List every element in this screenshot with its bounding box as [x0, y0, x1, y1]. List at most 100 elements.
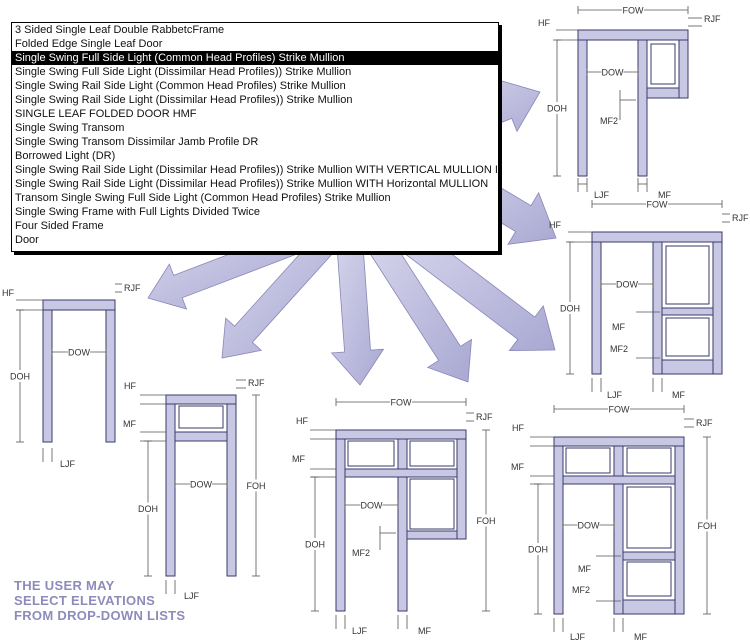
dim-label-rjf: RJF — [248, 378, 265, 388]
label-bg — [622, 5, 644, 15]
dim-label-doh: DOH — [560, 304, 580, 314]
dim-label-dow: DOW — [190, 480, 213, 490]
selection-arrow — [368, 237, 472, 383]
frame-member — [42, 309, 53, 443]
dim-label-fow: FOW — [391, 398, 412, 408]
dim-label-mf2: MF2 — [600, 116, 618, 126]
label-bg — [304, 538, 326, 550]
selection-arrow — [221, 235, 335, 359]
dropdown-option[interactable]: Folded Edge Single Leaf Door — [15, 38, 163, 50]
dim-label-ljf: LJF — [184, 591, 200, 601]
frame-member — [553, 445, 564, 615]
label-bg — [608, 404, 630, 414]
dim-label-mf: MF — [634, 632, 647, 642]
dim-label-hf: HF — [124, 381, 136, 391]
dim-label-rjf: RJF — [124, 283, 141, 293]
dim-label-foh: FOH — [698, 521, 717, 531]
dropdown-option[interactable]: Single Swing Rail Side Light (Dissimilar… — [15, 178, 489, 190]
dim-label-hf: HF — [549, 220, 561, 230]
dropdown-option[interactable]: Single Swing Full Side Light (Common Hea… — [12, 51, 498, 65]
dropdown-option[interactable]: Single Swing Transom — [15, 122, 125, 134]
dropdown-option[interactable]: Door — [15, 234, 39, 246]
dropdown-option[interactable]: Single Swing Transom Dissimilar Jamb Pro… — [15, 136, 259, 148]
dim-label-mf: MF — [511, 462, 524, 472]
dim-label-hf: HF — [538, 18, 550, 28]
dim-label-doh: DOH — [10, 372, 30, 382]
label-bg — [137, 502, 159, 515]
frame-member — [397, 438, 408, 612]
glass-lite — [178, 405, 224, 429]
frame-member — [622, 599, 676, 615]
dim-label-doh: DOH — [528, 545, 548, 555]
selection-arrow — [330, 244, 385, 386]
dim-label-rjf: RJF — [476, 412, 493, 422]
label-bg — [646, 199, 668, 209]
label-bg — [527, 543, 549, 555]
label-bg — [390, 397, 412, 407]
dim-label-mf2: MF2 — [610, 344, 628, 354]
dim-label-ljf: LJF — [607, 390, 623, 400]
frame-member — [42, 299, 116, 311]
dim-label-mf: MF — [658, 190, 671, 200]
dropdown-option[interactable]: SINGLE LEAF FOLDED DOOR HMF — [15, 108, 197, 120]
caption-line-1: THE USER MAY — [14, 578, 115, 593]
frame-member — [591, 231, 723, 243]
glass-lite — [650, 43, 676, 85]
glass-lite — [409, 440, 455, 467]
label-bg — [577, 520, 600, 530]
frame-member — [553, 436, 685, 447]
dropdown-option[interactable]: Single Swing Frame with Full Lights Divi… — [15, 206, 260, 218]
dim-label-mf: MF — [578, 564, 591, 574]
dim-label-mf: MF — [672, 390, 685, 400]
dim-label-dow: DOW — [361, 501, 384, 511]
caption: THE USER MAY SELECT ELEVATIONS FROM DROP… — [14, 578, 214, 623]
frame-member — [456, 438, 467, 540]
dim-label-fow: FOW — [647, 200, 668, 210]
dropdown-option[interactable]: Borrowed Light (DR) — [15, 150, 116, 162]
dim-label-ljf: LJF — [352, 626, 368, 636]
frame-member — [577, 39, 588, 177]
frame-member — [335, 438, 346, 612]
dim-label-ljf: LJF — [60, 459, 76, 469]
dim-label-ljf: LJF — [570, 632, 586, 642]
glass-lite — [347, 440, 395, 467]
label-bg — [360, 500, 383, 510]
frame-member — [712, 241, 723, 375]
frame-member — [105, 309, 116, 443]
dim-label-hf: HF — [512, 423, 524, 433]
dim-label-mf2: MF2 — [352, 548, 370, 558]
frame-member — [637, 39, 648, 177]
label-bg — [559, 302, 581, 314]
dim-label-dow: DOW — [68, 348, 91, 358]
dim-label-doh: DOH — [138, 504, 158, 514]
dim-label-rjf: RJF — [696, 418, 713, 428]
dim-label-doh: DOH — [547, 104, 567, 114]
label-bg — [616, 279, 638, 289]
frame-member — [613, 445, 624, 615]
frame-member — [165, 403, 176, 577]
label-bg — [190, 479, 212, 489]
frame-member — [335, 429, 467, 440]
glass-lite — [626, 447, 672, 474]
dim-label-mf: MF — [292, 454, 305, 464]
dropdown-option[interactable]: 3 Sided Single Leaf Double RabbetcFrame — [15, 24, 225, 36]
frame-member — [661, 307, 714, 316]
frame-member — [591, 241, 602, 375]
dropdown-option[interactable]: Four Sided Frame — [15, 220, 104, 232]
dropdown-option[interactable]: Single Swing Full Side Light (Dissimilar… — [15, 66, 352, 78]
glass-lite — [665, 245, 710, 305]
frame-member — [165, 394, 237, 405]
dropdown-option[interactable]: Single Swing Rail Side Light (Dissimilar… — [15, 164, 498, 176]
dropdown-option[interactable]: Single Swing Rail Side Light (Common Hea… — [15, 80, 346, 92]
dim-label-dow: DOW — [578, 521, 601, 531]
dim-label-ljf: LJF — [594, 190, 610, 200]
frame-member — [674, 445, 685, 615]
dropdown-option[interactable]: Single Swing Rail Side Light (Dissimilar… — [15, 94, 353, 106]
dim-label-mf2: MF2 — [572, 585, 590, 595]
dropdown-option[interactable]: Transom Single Swing Full Side Light (Co… — [15, 192, 391, 204]
